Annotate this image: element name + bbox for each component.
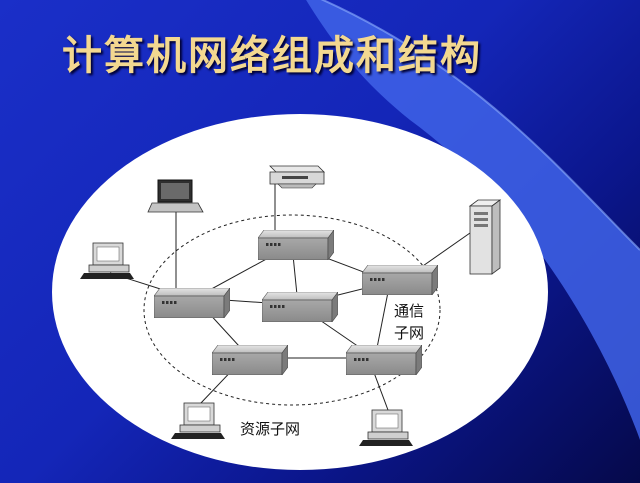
desktop-computer-icon <box>359 409 413 446</box>
laptop-icon <box>147 179 204 213</box>
resource-subnet-label: 资源子网 <box>240 420 300 438</box>
network-switch-icon <box>212 345 288 375</box>
network-switch-icon <box>154 288 230 318</box>
network-switch-icon <box>362 265 438 295</box>
comm-subnet-label-line1: 通信 <box>394 302 424 320</box>
decorative-swoosh <box>306 0 640 440</box>
communication-subnet-boundary <box>143 214 441 406</box>
network-switch-icon <box>258 230 334 260</box>
network-switch-icon <box>262 292 338 322</box>
comm-subnet-label-line2: 子网 <box>394 324 424 342</box>
printer-icon <box>269 165 325 189</box>
slide-title: 计算机网络组成和结构 <box>62 32 482 79</box>
network-switch-icon <box>346 345 422 375</box>
desktop-computer-icon <box>171 402 225 439</box>
desktop-computer-icon <box>80 242 134 279</box>
server-icon <box>468 199 502 275</box>
decorative-swoosh-edge <box>320 0 640 251</box>
